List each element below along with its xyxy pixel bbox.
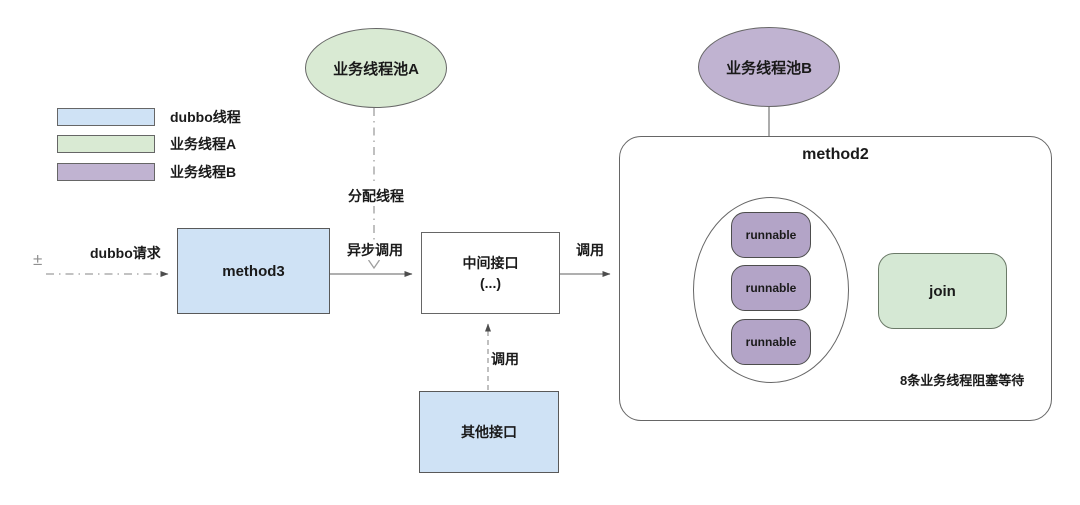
edge-allocate-thread-arrowhead: [367, 259, 381, 270]
middle-interface-title: 中间接口: [462, 255, 519, 271]
label-async-call: 异步调用: [345, 240, 405, 260]
flow-start-marker: ±: [33, 250, 43, 269]
label-call-from-other: 调用: [491, 351, 519, 367]
node-join: join: [878, 253, 1007, 329]
legend-swatch-dubbo-thread: [57, 108, 155, 126]
legend-swatch-thread-a: [57, 135, 155, 153]
node-thread-pool-a: 业务线程池A: [305, 28, 447, 108]
node-runnable-1: runnable: [731, 212, 811, 258]
legend-label-dubbo-thread: dubbo线程: [170, 109, 241, 125]
label-call-to-method2: 调用: [576, 242, 604, 258]
legend-label-thread-b: 业务线程B: [170, 164, 237, 180]
node-other-interface: 其他接口: [419, 391, 559, 473]
node-runnable-3: runnable: [731, 319, 811, 365]
middle-interface-ellipsis: (...): [480, 275, 501, 291]
node-thread-pool-b: 业务线程池B: [698, 27, 840, 107]
legend-label-thread-a: 业务线程A: [170, 136, 237, 152]
label-blocking-note: 8条业务线程阻塞等待: [900, 373, 1025, 388]
label-allocate-thread: 分配线程: [346, 186, 406, 206]
node-middle-interface: 中间接口 (...): [421, 232, 560, 314]
node-method3: method3: [177, 228, 330, 314]
node-runnable-2: runnable: [731, 265, 811, 311]
legend-swatch-thread-b: [57, 163, 155, 181]
label-dubbo-request: dubbo请求: [90, 245, 161, 261]
method2-title: method2: [802, 146, 869, 163]
